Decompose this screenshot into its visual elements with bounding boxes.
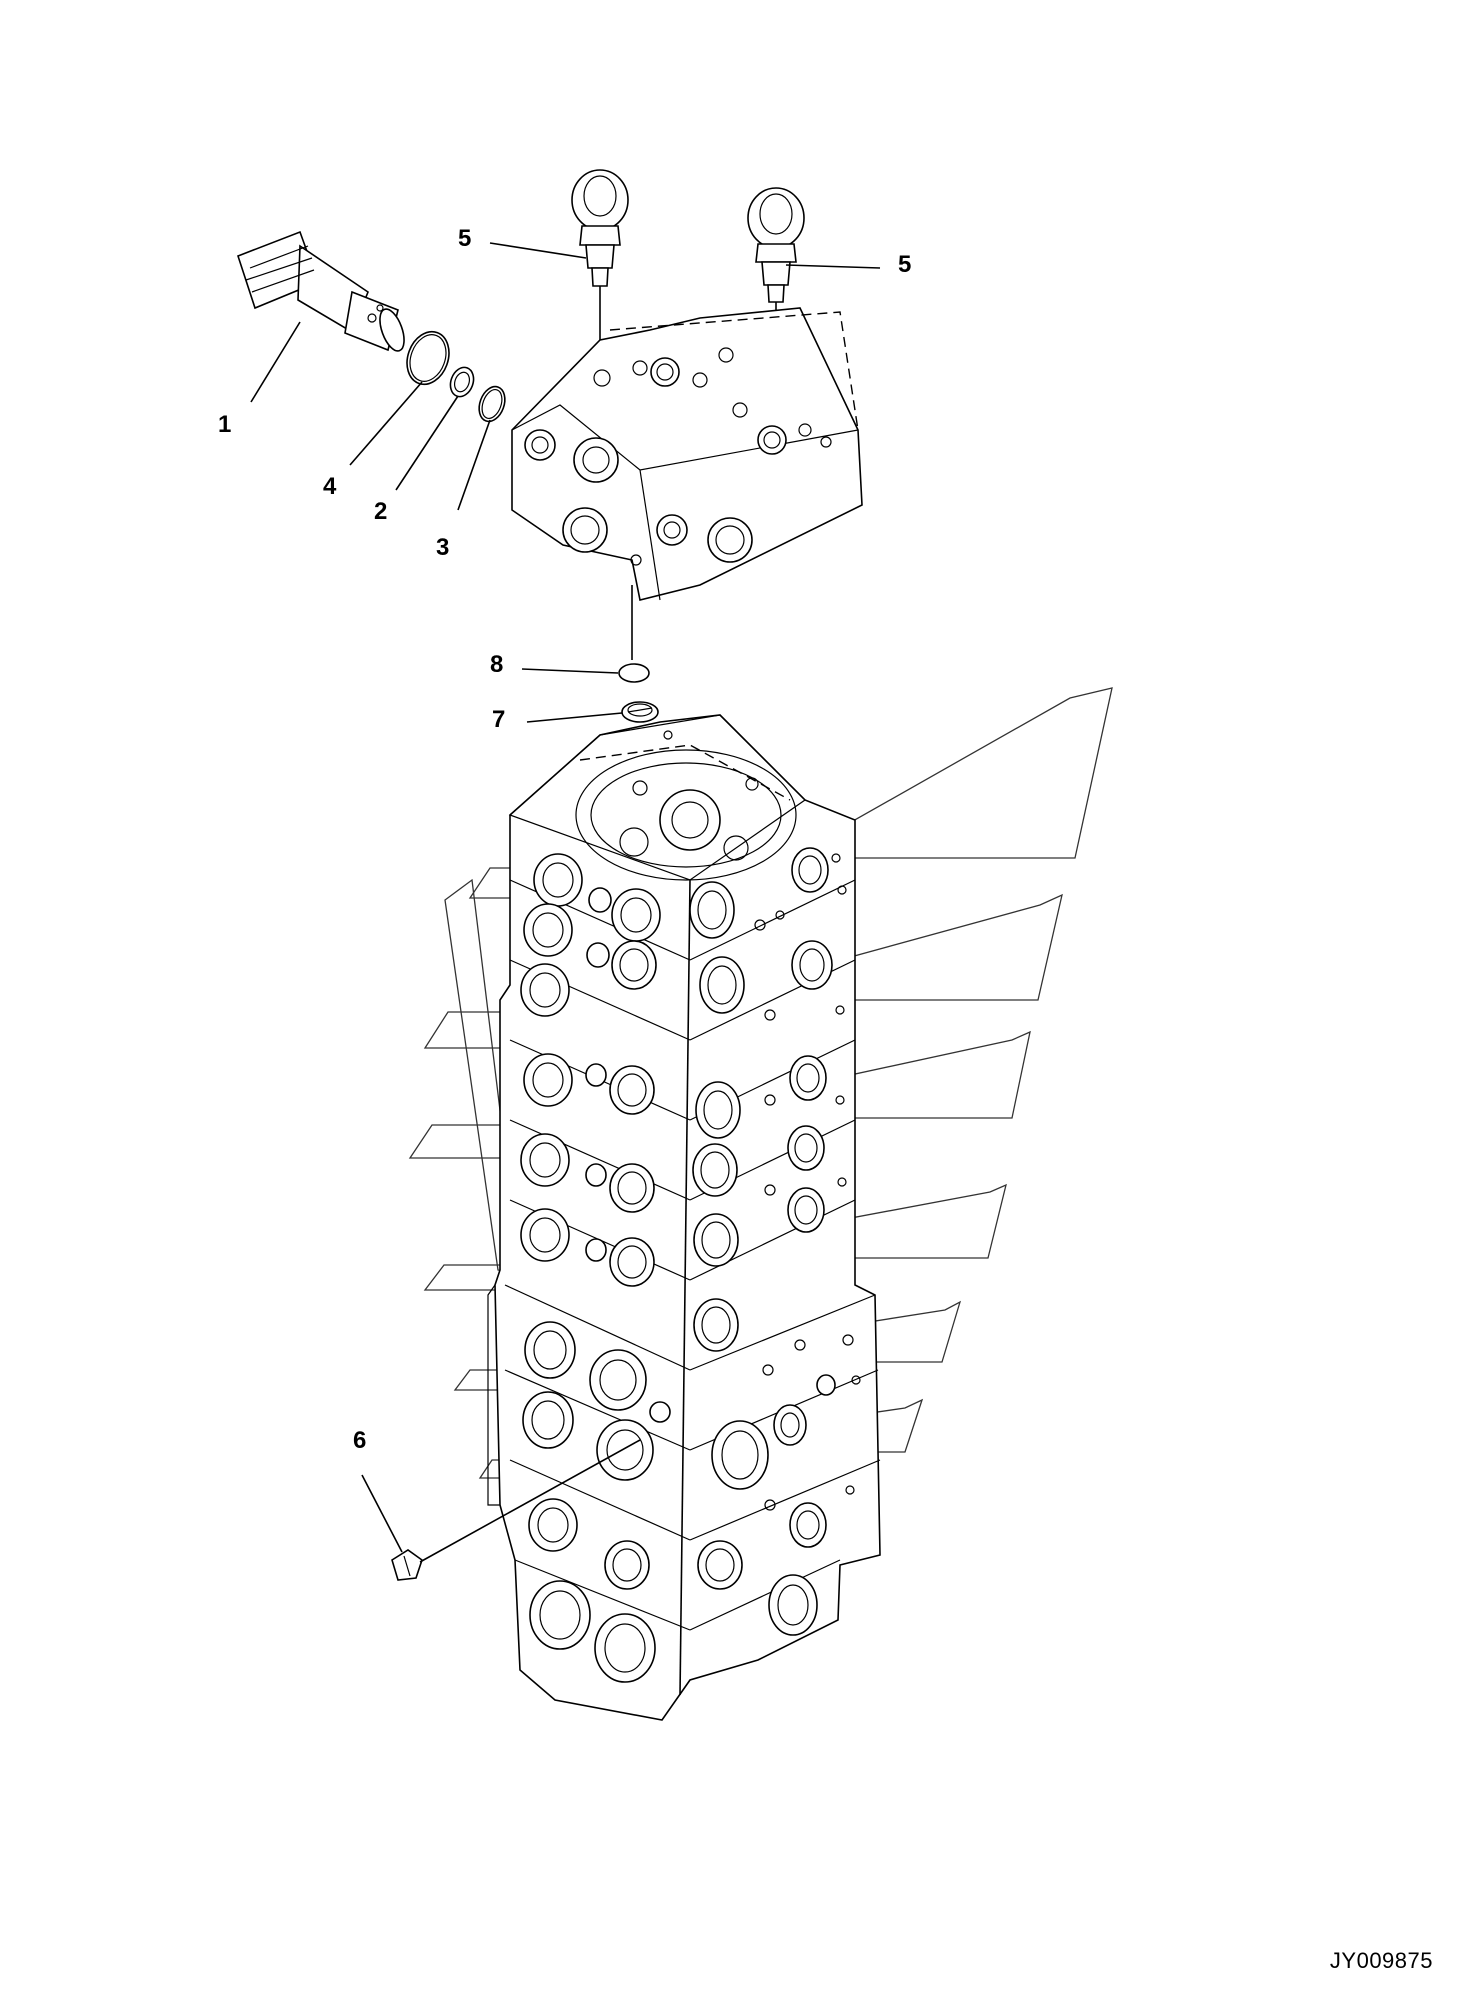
eye-bolt-left <box>571 169 629 370</box>
callout-7: 7 <box>492 706 505 733</box>
o-ring-8 <box>618 663 650 683</box>
control-valve-body <box>487 714 881 1721</box>
o-ring-3 <box>478 385 506 423</box>
plug-6 <box>391 1439 641 1581</box>
callout-1: 1 <box>218 411 231 438</box>
callout-3: 3 <box>436 534 449 561</box>
callout-5-left: 5 <box>458 225 471 252</box>
backup-ring-2 <box>449 366 475 398</box>
callout-2: 2 <box>374 498 387 525</box>
relief-valve-cartridge <box>237 230 405 352</box>
o-ring-4 <box>406 330 450 386</box>
drawing-reference-number: JY009875 <box>1329 1948 1433 1973</box>
callout-6: 6 <box>353 1427 366 1454</box>
seal-7 <box>621 701 659 723</box>
leader-lines <box>250 242 881 1553</box>
callout-5-right: 5 <box>898 251 911 278</box>
callout-4: 4 <box>323 473 337 500</box>
backup-ring-2-inner <box>453 371 471 393</box>
eye-bolt-right <box>747 187 805 420</box>
o-ring-4-inner <box>409 334 447 382</box>
valve-top-cover <box>511 307 863 660</box>
callout-8: 8 <box>490 651 503 678</box>
o-ring-3-inner <box>481 388 503 420</box>
